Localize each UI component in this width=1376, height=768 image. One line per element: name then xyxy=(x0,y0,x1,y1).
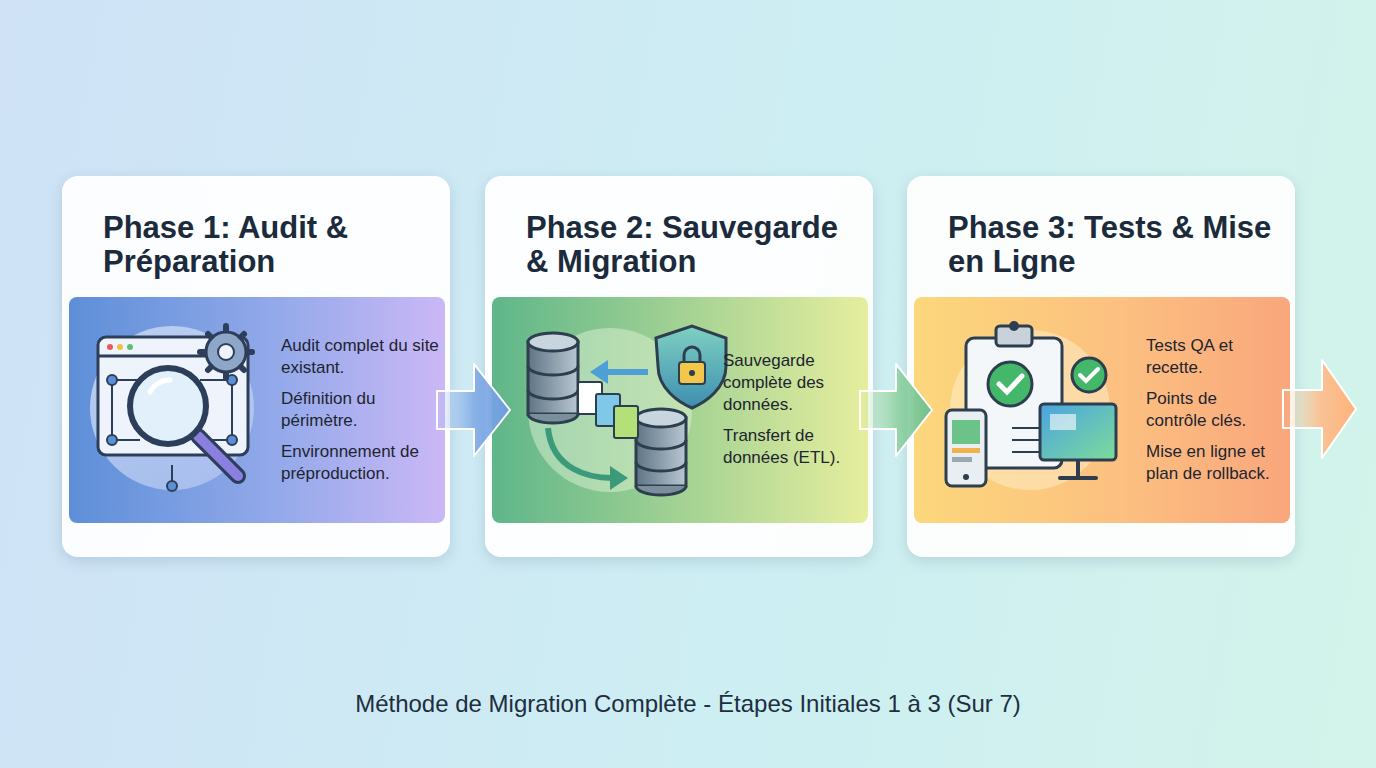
flow-arrow xyxy=(437,364,510,456)
phase-panel: Sauvegarde complète des données. Transfer… xyxy=(492,297,868,523)
task-text: Transfert de données (ETL). xyxy=(723,425,863,469)
task-text: Points de contrôle clés. xyxy=(1146,388,1278,432)
phase-panel: Audit complet du site existant. Définitio… xyxy=(69,297,445,523)
data-icon xyxy=(528,326,726,495)
task-text: Sauvegarde complète des données. xyxy=(723,350,863,416)
task-list: Audit complet du site existant. Définitio… xyxy=(281,335,443,486)
next-phase-arrow xyxy=(1283,360,1356,458)
task-text: Environnement de préproduction. xyxy=(281,441,443,485)
caption: Méthode de Migration Complète - Étapes I… xyxy=(0,690,1376,718)
task-text: Audit complet du site existant. xyxy=(281,335,443,379)
flow-arrow xyxy=(860,364,932,456)
phase-card: Phase 1: Audit & PréparationAudit comple… xyxy=(62,176,450,557)
phase-title: Phase 3: Tests & Mise en Ligne xyxy=(948,211,1276,279)
phase-title: Phase 2: Sauvegarde & Migration xyxy=(526,211,854,279)
phase-title: Phase 1: Audit & Préparation xyxy=(103,211,431,279)
phase-panel: Tests QA et recette. Points de contrôle c… xyxy=(914,297,1290,523)
task-text: Tests QA et recette. xyxy=(1146,335,1278,379)
phase-card: Phase 2: Sauvegarde & MigrationSauvegard… xyxy=(485,176,873,557)
task-list: Tests QA et recette. Points de contrôle c… xyxy=(1146,335,1278,486)
tests-icon xyxy=(946,321,1116,490)
phase-card: Phase 3: Tests & Mise en LigneTests QA e… xyxy=(907,176,1295,557)
task-text: Définition du périmètre. xyxy=(281,388,443,432)
task-list: Sauvegarde complète des données. Transfer… xyxy=(723,350,863,469)
task-text: Mise en ligne et plan de rollback. xyxy=(1146,441,1278,485)
audit-icon xyxy=(90,326,254,491)
